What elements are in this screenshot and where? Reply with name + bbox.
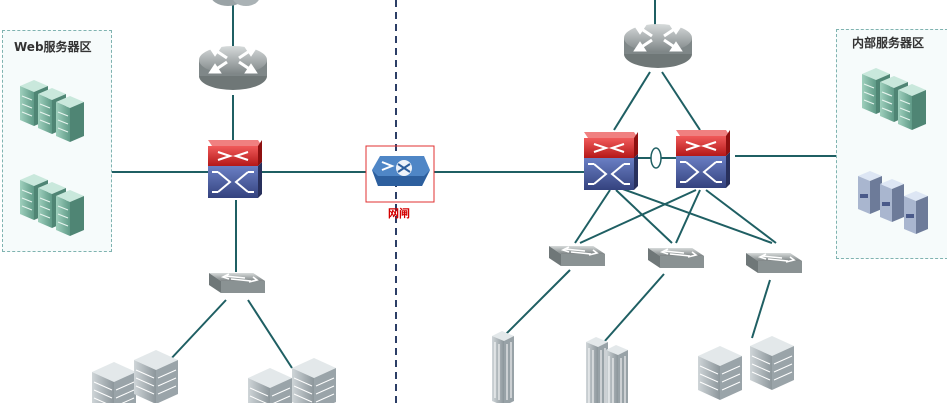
server-rack-icon [20,174,84,236]
web-server-zone-label: Web服务器区 [14,40,92,54]
gateway-frame [365,145,435,203]
access-switch-icon [647,247,705,269]
building-icon [291,357,337,403]
building-icon [91,361,137,403]
core-switch-icon [583,131,639,191]
building-icon [585,336,609,403]
server-rack-icon [862,68,926,130]
core-switch-icon [207,139,263,199]
server-rack-icon [904,191,928,234]
building-icon [133,349,179,403]
stack-link-icon [650,147,662,169]
gateway-label: 网闸 [388,207,410,220]
server-rack-icon [858,171,882,214]
router-icon [197,44,269,92]
internal-server-zone-label: 内部服务器区 [852,36,925,50]
building-icon [749,335,795,391]
building-icon [605,344,629,403]
building-icon [491,330,515,403]
server-rack-icon [880,179,904,222]
core-switch-icon [675,129,731,189]
cloud-icon [212,0,259,6]
gateway-icon [372,156,430,186]
router-icon [622,22,694,70]
server-rack-icon [20,80,84,142]
access-switch-icon [208,272,266,294]
building-icon [697,345,743,401]
access-switch-icon [548,245,606,267]
access-switch-icon [745,252,803,274]
building-icon [247,367,293,403]
